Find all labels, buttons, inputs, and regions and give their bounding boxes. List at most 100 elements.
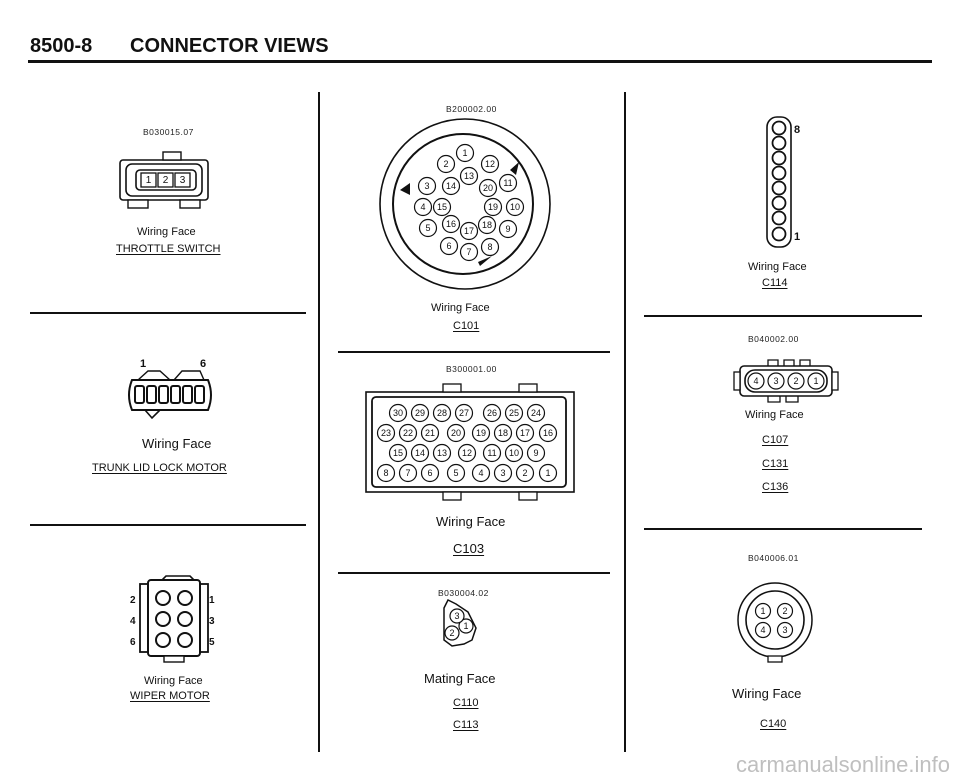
svg-text:14: 14 [415, 448, 425, 458]
svg-text:3: 3 [782, 625, 787, 635]
svg-text:2: 2 [449, 628, 454, 638]
pin-label: 8 [794, 124, 800, 136]
svg-text:13: 13 [437, 448, 447, 458]
svg-text:2: 2 [443, 159, 448, 169]
page-title: CONNECTOR VIEWS [130, 35, 329, 57]
svg-text:28: 28 [437, 408, 447, 418]
connector-name: C107 [762, 434, 789, 446]
separator [30, 312, 306, 314]
svg-text:9: 9 [505, 224, 510, 234]
pin-label: 4 [130, 616, 136, 627]
svg-text:3: 3 [454, 611, 459, 621]
svg-text:19: 19 [476, 428, 486, 438]
column-divider-left [318, 92, 320, 752]
svg-text:6: 6 [446, 241, 451, 251]
svg-text:18: 18 [482, 220, 492, 230]
pin-label: 3 [180, 175, 186, 186]
svg-text:20: 20 [451, 428, 461, 438]
pin-label: 6 [200, 358, 206, 370]
face-label: Wiring Face [144, 675, 203, 687]
svg-text:1: 1 [462, 148, 467, 158]
svg-text:12: 12 [462, 448, 472, 458]
connector-name: TRUNK LID LOCK MOTOR [92, 462, 227, 474]
part-code: B300001.00 [446, 364, 497, 374]
svg-text:16: 16 [446, 219, 456, 229]
svg-text:2: 2 [522, 468, 527, 478]
svg-text:14: 14 [446, 181, 456, 191]
page-number: 8500-8 [30, 35, 93, 57]
connector-name: C131 [762, 458, 789, 470]
separator [644, 315, 922, 317]
c101-pins: 1 2 3 4 5 6 7 8 9 10 11 12 13 14 15 16 1… [413, 143, 525, 262]
svg-text:5: 5 [425, 223, 430, 233]
face-label: Wiring Face [431, 302, 490, 314]
svg-text:15: 15 [437, 202, 447, 212]
svg-text:4: 4 [753, 376, 758, 386]
svg-text:19: 19 [488, 202, 498, 212]
svg-text:26: 26 [487, 408, 497, 418]
pin-label: 6 [130, 637, 136, 648]
connector-name: C136 [762, 481, 789, 493]
connector-name: C110 [453, 697, 479, 709]
face-label: Wiring Face [142, 436, 212, 451]
svg-text:24: 24 [531, 408, 541, 418]
separator [338, 351, 610, 353]
connector-name: C103 [453, 541, 485, 556]
header-rule [28, 60, 932, 63]
svg-text:29: 29 [415, 408, 425, 418]
face-label: Wiring Face [745, 409, 804, 421]
svg-text:5: 5 [453, 468, 458, 478]
separator [644, 528, 922, 530]
svg-text:23: 23 [381, 428, 391, 438]
svg-text:2: 2 [793, 376, 798, 386]
svg-text:4: 4 [760, 625, 765, 635]
part-code: B200002.00 [446, 104, 497, 114]
svg-text:2: 2 [782, 606, 787, 616]
svg-text:4: 4 [478, 468, 483, 478]
watermark: carmanualsonline.info [735, 752, 950, 777]
pin-label: 1 [146, 175, 152, 186]
face-label: Wiring Face [137, 226, 196, 238]
svg-text:3: 3 [500, 468, 505, 478]
pin-label: 1 [794, 231, 800, 243]
svg-text:12: 12 [485, 159, 495, 169]
pin-label: 1 [209, 595, 215, 606]
pin-label: 2 [130, 595, 136, 606]
svg-text:7: 7 [405, 468, 410, 478]
svg-text:22: 22 [403, 428, 413, 438]
svg-text:13: 13 [464, 171, 474, 181]
svg-text:9: 9 [533, 448, 538, 458]
svg-text:1: 1 [760, 606, 765, 616]
svg-text:15: 15 [393, 448, 403, 458]
svg-text:4: 4 [420, 202, 425, 212]
svg-text:17: 17 [520, 428, 530, 438]
svg-text:10: 10 [510, 202, 520, 212]
svg-text:11: 11 [503, 178, 512, 188]
svg-text:30: 30 [393, 408, 403, 418]
separator [338, 572, 610, 574]
svg-text:17: 17 [464, 226, 474, 236]
svg-text:1: 1 [463, 621, 468, 631]
part-code: B040002.00 [748, 334, 799, 344]
c103-pins: 30 29 28 27 26 25 24 23 22 21 20 19 18 1… [376, 403, 558, 483]
face-label: Mating Face [424, 671, 496, 686]
column-divider-right [624, 92, 626, 752]
svg-text:3: 3 [424, 181, 429, 191]
svg-text:7: 7 [466, 247, 471, 257]
svg-text:3: 3 [773, 376, 778, 386]
svg-text:8: 8 [487, 242, 492, 252]
connector-name: C114 [762, 277, 788, 289]
connector-name: C140 [760, 718, 787, 730]
connector-name: THROTTLE SWITCH [116, 243, 221, 255]
separator [30, 524, 306, 526]
pin-label: 3 [209, 616, 215, 627]
svg-text:6: 6 [427, 468, 432, 478]
